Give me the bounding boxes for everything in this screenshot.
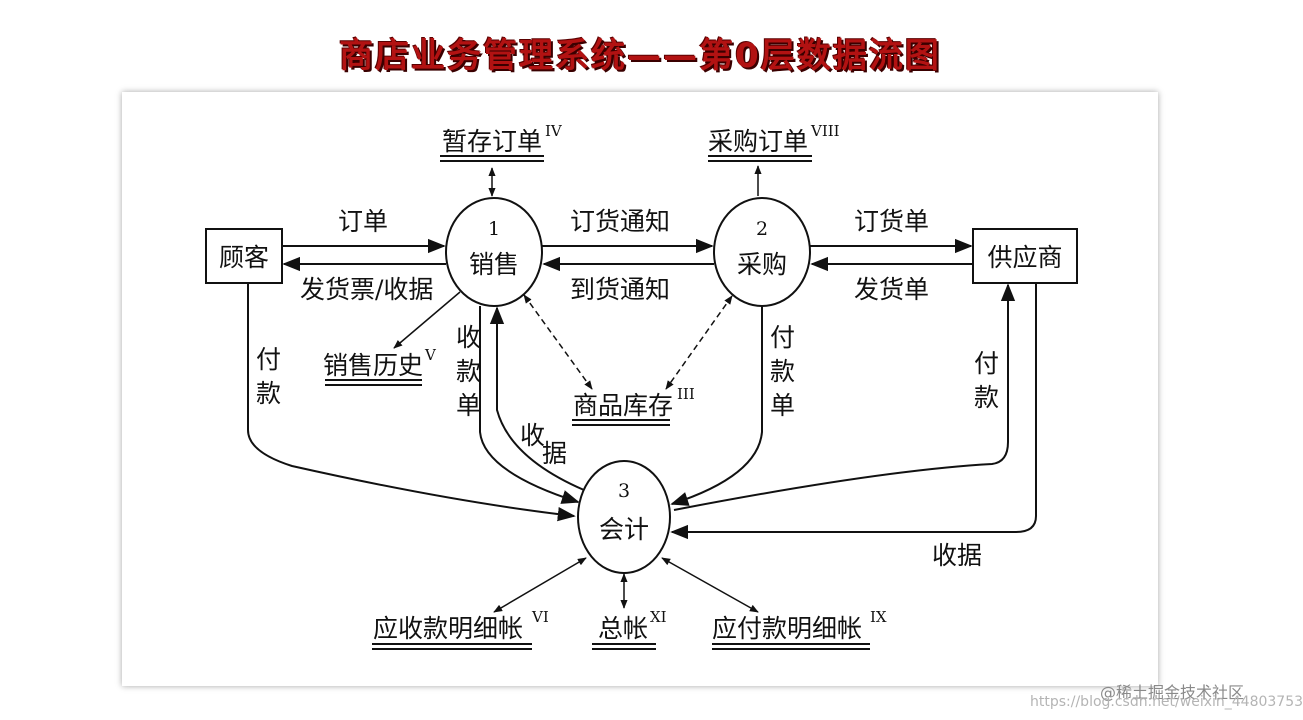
process-purchase-name: 采购 [737,250,787,279]
flow-order-label: 订单 [338,207,388,236]
store-temp-order-label: 暂存订单 [442,127,542,156]
flow-order-notice-label: 订货通知 [570,207,670,236]
flow-customer-payment: 付 款 [247,283,576,522]
supplier-label: 供应商 [987,243,1062,272]
flow-receipt: 收 据 [489,306,585,491]
store-receivable-label: 应收款明细帐 [373,614,523,643]
diagram-panel: 顾客 供应商 1 销售 2 采购 3 会计 暂存订单 IV [122,92,1158,686]
flow-receipt-doc-label-3: 单 [456,391,481,420]
flow-payment-doc-label-1: 付 [770,323,795,352]
flow-invoice-receipt: 发货票/收据 [282,256,446,304]
flow-arrival-notice: 到货通知 [542,256,714,304]
process-accounting: 3 会计 [577,460,671,574]
store-temp-order-roman: IV [545,122,563,140]
flow-invoice-receipt-label: 发货票/收据 [300,275,433,304]
store-purchase-order-label: 采购订单 [708,127,808,156]
flow-receipt-doc-label-1: 收 [456,323,481,352]
process-sales-name: 销售 [469,250,519,279]
watermark-brand: @稀土掘金技术社区 [1100,683,1245,702]
process-accounting-name: 会计 [599,515,649,544]
store-sales-history-roman: V [424,346,437,364]
process-accounting-number: 3 [618,480,630,502]
flow-supplier-receipt-label: 收据 [932,541,982,570]
flow-receipt-label-2: 据 [542,439,567,468]
supplier-entity: 供应商 [972,228,1078,284]
flow-payment-doc-label-3: 单 [770,391,795,420]
flow-receipt-label-1: 收 [520,421,545,450]
store-payable-label: 应付款明细帐 [712,614,862,643]
watermark-url: https://blog.csdn.net/weixin_44803753 [1030,694,1303,710]
store-inventory-label: 商品库存 [573,391,673,420]
store-purchase-order: 采购订单 VIII [708,122,840,162]
process-purchase-number: 2 [756,218,768,240]
process-sales-number: 1 [488,218,500,240]
customer-label: 顾客 [219,243,269,272]
flow-sales-inventory [523,294,593,390]
flow-purchase-inventory [665,295,733,390]
flow-purchase-order-doc-label: 订货单 [854,207,929,236]
store-sales-history-label: 销售历史 [323,351,423,380]
flow-sales-history [393,291,461,349]
store-temp-order: 暂存订单 IV [440,122,563,162]
flow-payment-doc-label-2: 款 [770,357,795,386]
store-purchase-order-roman: VIII [810,122,840,140]
process-purchase: 2 采购 [713,197,811,307]
data-flow-diagram: 顾客 供应商 1 销售 2 采购 3 会计 暂存订单 IV [205,122,1078,650]
store-receivable-roman: VI [531,608,549,626]
store-payable-roman: IX [870,608,887,626]
store-inventory-roman: III [677,385,695,403]
flow-supplier-receipt: 收据 [670,283,1037,570]
flow-accounting-receivable [493,557,587,613]
page-title: 商店业务管理系统——第0层数据流图 [339,36,941,76]
flow-receipt-doc: 收 款 单 [456,306,580,504]
flow-supplier-payment-label-1: 付 [974,349,999,378]
flow-supplier-payment: 付 款 [673,283,1016,511]
store-inventory: 商品库存 III [572,385,695,426]
flow-customer-payment-label-2: 款 [256,379,281,408]
flow-receipt-doc-label-2: 款 [456,357,481,386]
flow-delivery-note: 发货单 [810,256,973,304]
store-ledger: 总帐 XI [592,608,667,650]
flow-arrival-notice-label: 到货通知 [570,275,670,304]
customer-entity: 顾客 [205,228,283,284]
flow-payment-doc: 付 款 单 [670,306,795,506]
flow-order: 订单 [282,207,446,254]
flow-delivery-note-label: 发货单 [854,275,929,304]
flow-supplier-payment-label-2: 款 [974,383,999,412]
store-sales-history: 销售历史 V [323,346,437,386]
store-ledger-label: 总帐 [598,614,648,643]
flow-order-notice: 订货通知 [542,207,714,254]
store-payable: 应付款明细帐 IX [712,608,887,650]
flow-customer-payment-label-1: 付 [256,345,281,374]
store-receivable: 应收款明细帐 VI [372,608,549,650]
flow-purchase-order-doc: 订货单 [810,207,973,254]
process-sales: 1 销售 [445,197,543,307]
flow-accounting-payable [661,557,759,613]
store-ledger-roman: XI [650,608,667,626]
